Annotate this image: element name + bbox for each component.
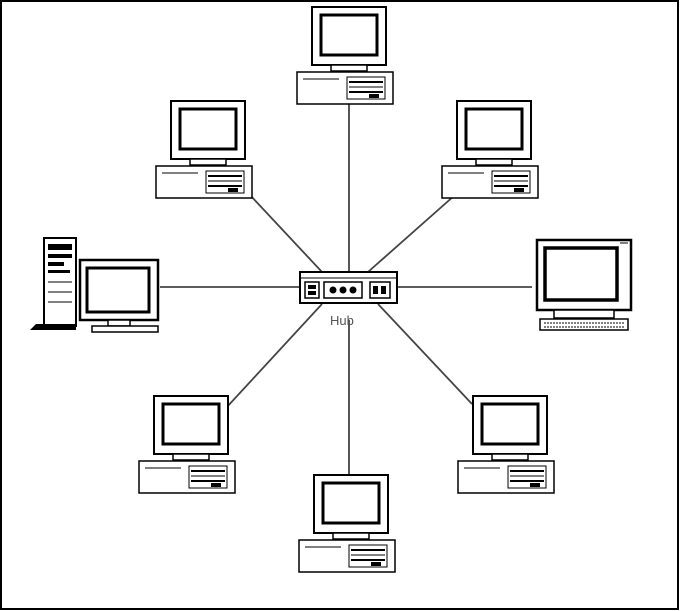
connection-lines — [160, 103, 532, 478]
desktop-computer-icon — [456, 394, 556, 495]
desktop-computer-icon — [137, 394, 237, 495]
desktop-computer-icon — [440, 99, 540, 200]
tower-computer-icon — [28, 236, 160, 334]
connection-line-top-left — [249, 194, 323, 273]
hub-device — [299, 271, 398, 304]
desktop-computer-icon — [295, 5, 395, 106]
desktop-computer-icon — [297, 473, 397, 574]
monitor-icon — [535, 238, 633, 332]
connection-line-bottom-left — [225, 303, 323, 409]
hub-label: Hub — [330, 313, 354, 328]
connection-line-bottom-right — [377, 303, 473, 405]
connection-line-top-right — [367, 194, 456, 273]
desktop-computer-icon — [154, 99, 254, 200]
